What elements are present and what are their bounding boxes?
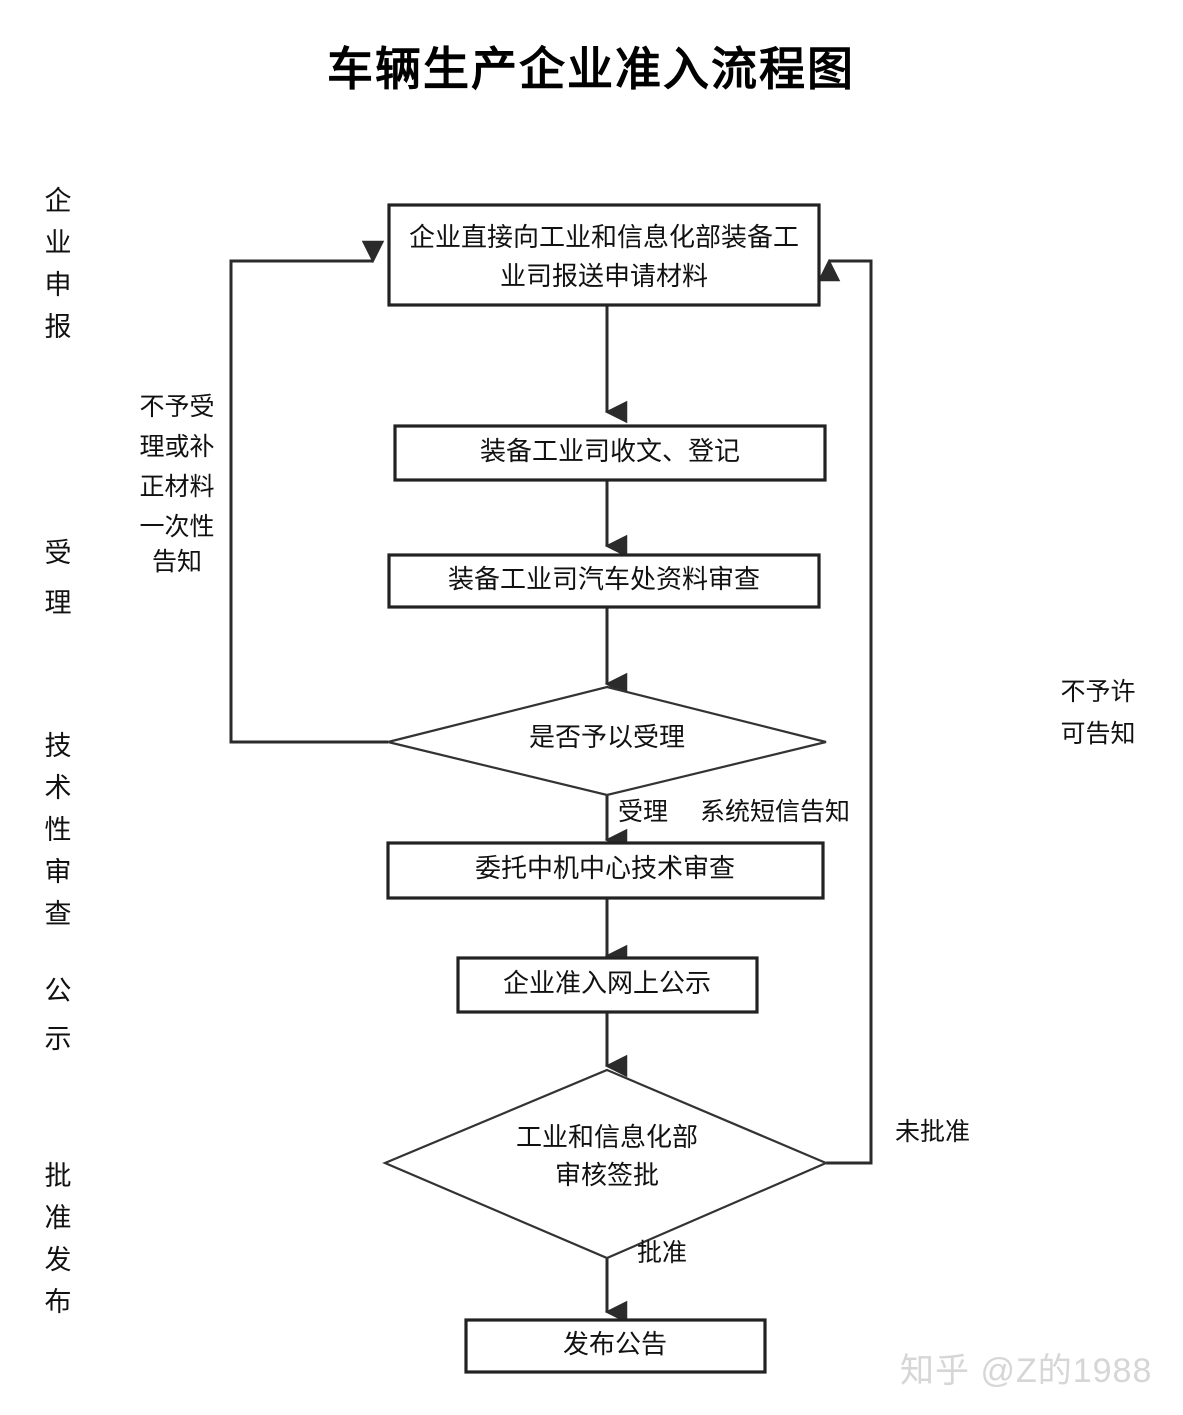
node-approval-decision-line-0: 工业和信息化部 [516,1123,698,1152]
stage-review-char-0: 技 [45,731,72,761]
reject-loop-line-2: 正材料 [139,473,214,501]
node-tech-review-line-0: 委托中机中心技术审查 [475,854,735,883]
stage-apply-char-3: 报 [45,312,72,342]
no-permit-line-1: 可告知 [1060,720,1135,748]
node-accept-decision-diamond[interactable] [387,685,827,797]
stage-publish-char-0: 公 [45,976,72,1006]
edge-label-sms-notice: 系统短信告知 [700,798,850,826]
node-accept-decision[interactable]: 是否予以受理 [387,685,827,797]
node-submit-line-1: 业司报送申请材料 [500,262,708,291]
node-receive-line-0: 装备工业司收文、登记 [480,437,740,466]
node-announcement[interactable]: 发布公告 [464,1318,767,1374]
stage-publish-char-1: 示 [45,1024,72,1054]
edge-label-not-approved: 未批准 [895,1118,970,1146]
watermark: 知乎 @Z的1988 [900,1352,1152,1390]
stage-review-char-1: 术 [45,773,72,803]
node-receive[interactable]: 装备工业司收文、登记 [393,424,827,482]
edge-label-reject-loop: 不予受 理或补 正材料 一次性 告知 [139,393,214,576]
node-approval-decision[interactable]: 工业和信息化部 审核签批 [382,1068,829,1260]
stage-accept-char-0: 受 [45,538,72,568]
node-submit-box[interactable] [387,203,821,307]
no-permit-line-0: 不予许 [1060,678,1135,706]
node-online-publish[interactable]: 企业准入网上公示 [456,956,759,1014]
node-submit-line-0: 企业直接向工业和信息化部装备工 [409,223,799,252]
stage-review-char-3: 审 [45,857,72,887]
node-announcement-box[interactable] [464,1318,767,1374]
edge-reject-loop [229,240,388,744]
edge-label-no-permit: 不予许 可告知 [1060,678,1135,748]
node-tech-review-box[interactable] [386,841,825,900]
node-tech-review[interactable]: 委托中机中心技术审查 [386,841,825,900]
page-title: 车辆生产企业准入流程图 [327,44,855,95]
edge-not-approved-loop [817,258,873,1165]
node-announcement-line-0: 发布公告 [563,1330,667,1359]
stage-label-review: 技 术 性 审 查 [45,731,72,929]
node-receive-box[interactable] [393,424,827,482]
edge-label-approved: 批准 [637,1239,687,1267]
stage-approve-char-2: 发 [45,1245,72,1275]
stage-apply-char-2: 申 [45,270,72,300]
node-approval-decision-line-1: 审核签批 [555,1161,659,1190]
reject-loop-line-1: 理或补 [139,433,214,461]
reject-loop-line-4: 告知 [152,548,202,576]
stage-approve-char-1: 准 [45,1203,72,1233]
stage-accept-char-1: 理 [45,588,72,618]
node-online-publish-line-0: 企业准入网上公示 [503,969,711,998]
node-docreview[interactable]: 装备工业司汽车处资料审查 [387,553,821,609]
reject-loop-line-3: 一次性 [139,513,214,541]
stage-label-accept: 受 理 [45,538,72,618]
stage-approve-char-0: 批 [45,1161,72,1191]
stage-approve-char-3: 布 [45,1287,72,1317]
stage-apply-char-0: 企 [45,186,72,216]
node-submit[interactable]: 企业直接向工业和信息化部装备工 业司报送申请材料 [387,203,821,307]
stage-review-char-2: 性 [45,815,72,845]
stage-label-publish: 公 示 [45,976,72,1054]
edge-label-accepted: 受理 [618,798,668,826]
stage-label-apply: 企 业 申 报 [45,186,72,342]
stage-label-approve: 批 准 发 布 [45,1161,72,1317]
node-docreview-line-0: 装备工业司汽车处资料审查 [448,565,760,594]
reject-loop-line-0: 不予受 [139,393,214,421]
node-approval-decision-diamond[interactable] [382,1068,829,1260]
stage-apply-char-1: 业 [45,228,72,258]
node-online-publish-box[interactable] [456,956,759,1014]
node-docreview-box[interactable] [387,553,821,609]
stage-review-char-4: 查 [45,899,72,929]
node-accept-decision-line-0: 是否予以受理 [529,723,685,752]
